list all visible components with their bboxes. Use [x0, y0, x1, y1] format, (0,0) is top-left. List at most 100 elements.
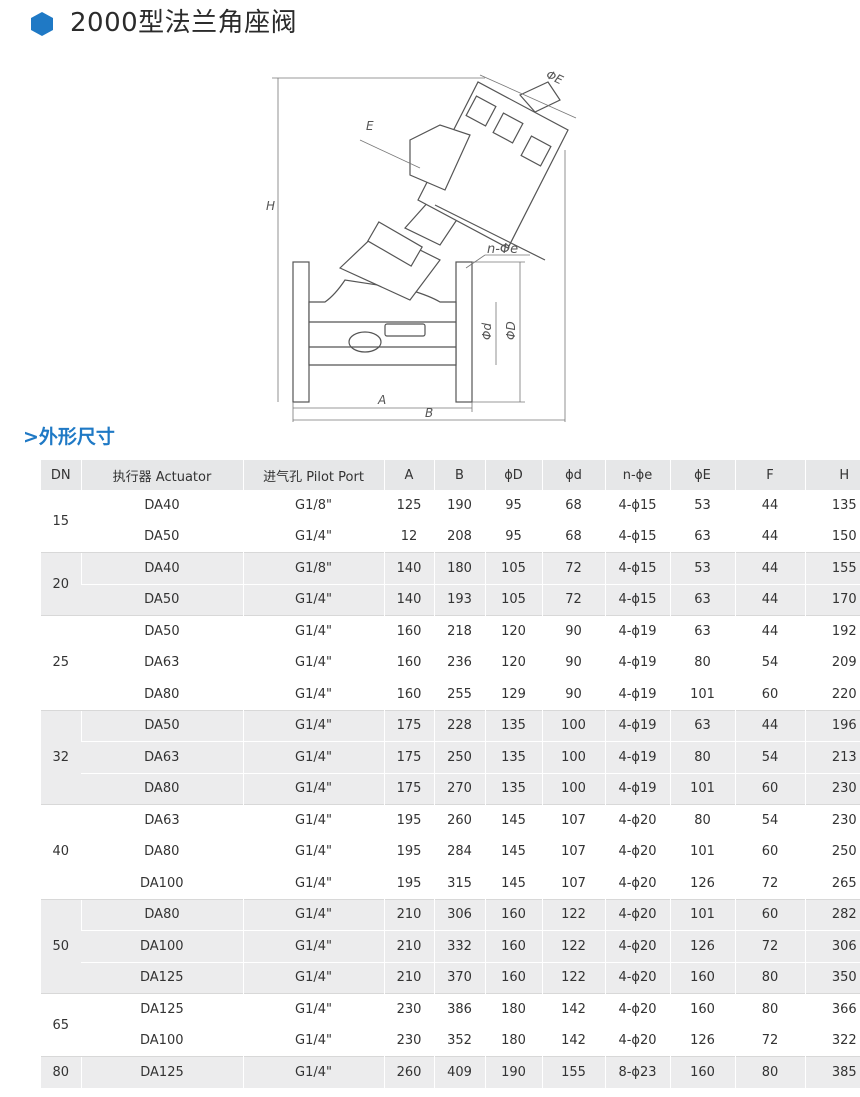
dn-cell: 32: [41, 709, 81, 805]
table-cell: DA100: [81, 1024, 243, 1057]
dn-cell: 40: [41, 804, 81, 899]
label-E: E: [366, 119, 374, 133]
column-header: A: [383, 460, 434, 490]
table-cell: 195: [383, 835, 434, 868]
table-cell: 209: [804, 646, 860, 679]
table-cell: 180: [484, 1024, 542, 1057]
table-cell: 126: [669, 867, 735, 899]
table-cell: 228: [433, 709, 485, 742]
table-cell: 160: [383, 678, 434, 710]
label-B: B: [425, 406, 433, 420]
dn-cell: 80: [41, 1056, 81, 1088]
table-cell: 63: [669, 520, 735, 553]
table-cell: 80: [669, 804, 735, 836]
table-cell: 129: [484, 678, 542, 710]
table-cell: 122: [541, 930, 605, 962]
label-A: A: [377, 393, 386, 407]
table-cell: 72: [541, 552, 605, 584]
table-cell: DA63: [80, 804, 243, 836]
table-cell: 72: [734, 1024, 805, 1057]
table-cell: 135: [484, 741, 542, 773]
table-cell: 175: [383, 772, 434, 805]
table-cell: 54: [734, 646, 805, 679]
table-cell: 4-ϕ15: [604, 490, 670, 521]
table-cell: 100: [541, 741, 605, 773]
table-cell: 155: [804, 552, 860, 584]
table-cell: 352: [433, 1024, 485, 1057]
table-cell: 101: [669, 678, 735, 710]
table-cell: 208: [433, 520, 485, 553]
table-cell: 196: [804, 709, 860, 742]
table-cell: 265: [804, 867, 860, 899]
table-cell: DA80: [81, 772, 243, 805]
table-cell: 192: [804, 615, 860, 647]
table-cell: 170: [804, 583, 860, 616]
label-H: H: [266, 199, 275, 213]
column-header: ϕD: [484, 460, 542, 490]
page-title: 2000型法兰角座阀: [70, 8, 298, 38]
table-cell: 80: [734, 993, 805, 1025]
table-cell: 68: [541, 490, 605, 521]
column-header: F: [734, 460, 805, 490]
table-cell: 72: [734, 867, 805, 899]
dn-cell: 15: [41, 490, 81, 553]
table-cell: 126: [669, 1024, 735, 1057]
table-cell: 100: [541, 709, 605, 742]
table-cell: 145: [484, 835, 542, 868]
table-cell: 8-ϕ23: [604, 1056, 670, 1088]
table-cell: DA63: [81, 646, 243, 679]
table-cell: 68: [541, 520, 605, 553]
table-cell: DA50: [80, 709, 243, 742]
table-cell: 63: [669, 583, 735, 616]
label-phiD: ΦD: [504, 321, 518, 340]
table-cell: G1/4": [242, 835, 384, 868]
table-cell: 195: [383, 804, 434, 836]
table-cell: 370: [433, 961, 485, 994]
dn-cell: 25: [41, 615, 81, 710]
table-cell: G1/4": [242, 898, 384, 931]
table-cell: 145: [484, 804, 542, 836]
table-cell: DA50: [81, 583, 243, 616]
label-n-phie: n-Φe: [487, 242, 518, 257]
table-cell: 120: [484, 615, 542, 647]
table-cell: 44: [734, 520, 805, 553]
table-cell: 150: [804, 520, 860, 553]
table-cell: G1/4": [242, 520, 384, 553]
table-cell: 54: [734, 741, 805, 773]
table-cell: 101: [669, 835, 735, 868]
section-title: >外形尺寸: [23, 426, 115, 448]
table-cell: 120: [484, 646, 542, 679]
table-cell: 282: [804, 898, 860, 931]
table-cell: 250: [433, 741, 485, 773]
table-cell: 44: [734, 615, 805, 647]
table-cell: 80: [734, 961, 805, 994]
table-cell: 90: [541, 646, 605, 679]
table-cell: G1/4": [242, 1056, 384, 1088]
table-cell: 60: [734, 772, 805, 805]
table-cell: 80: [734, 1056, 805, 1088]
table-cell: 230: [383, 993, 434, 1025]
table-cell: 386: [433, 993, 485, 1025]
table-cell: 140: [383, 552, 434, 584]
table-cell: DA80: [81, 678, 243, 710]
table-cell: G1/4": [242, 961, 384, 994]
table-cell: 44: [734, 552, 805, 584]
table-cell: 101: [669, 898, 735, 931]
table-cell: 409: [433, 1056, 485, 1088]
table-cell: 160: [669, 961, 735, 994]
table-cell: 270: [433, 772, 485, 805]
table-cell: G1/8": [242, 552, 384, 584]
table-cell: 160: [669, 1056, 735, 1088]
table-cell: G1/4": [242, 741, 384, 773]
table-cell: 306: [804, 930, 860, 962]
table-cell: G1/4": [242, 867, 384, 899]
table-cell: 135: [484, 772, 542, 805]
